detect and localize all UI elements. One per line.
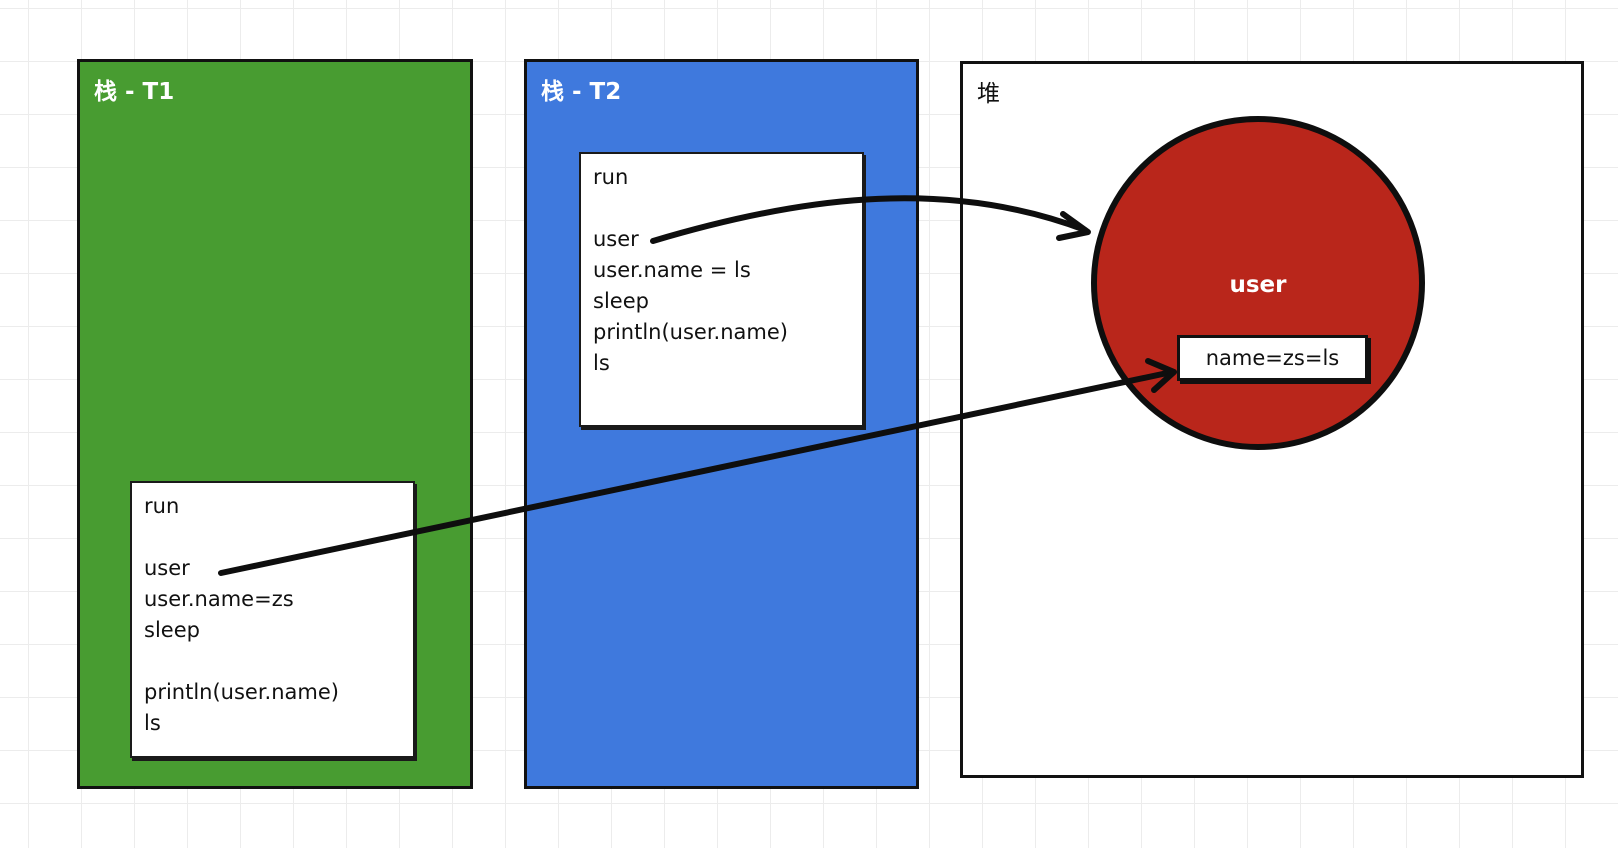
t1-run-frame: run user user.name=zs sleep println(user… <box>130 481 415 758</box>
frame-line: sleep <box>593 289 649 313</box>
frame-line: run <box>144 494 180 518</box>
t2-run-frame: run user user.name = ls sleep println(us… <box>579 152 864 427</box>
frame-line: user.name=zs <box>144 587 294 611</box>
heap-field-box: name=zs=ls <box>1177 335 1368 381</box>
frame-line: ls <box>144 711 161 735</box>
frame-line: println(user.name) <box>144 680 339 704</box>
frame-line <box>593 193 850 224</box>
frame-line: user <box>144 556 190 580</box>
frame-line: run <box>593 165 629 189</box>
heap-object-label: user <box>1229 272 1287 298</box>
heap-title: 堆 <box>977 81 1000 107</box>
frame-line <box>144 646 401 677</box>
stack-t1-title: 栈 - T1 <box>94 79 175 105</box>
frame-line: println(user.name) <box>593 320 788 344</box>
frame-line: user.name = ls <box>593 258 751 282</box>
stack-t2-title: 栈 - T2 <box>541 79 622 105</box>
frame-line: ls <box>593 351 610 375</box>
frame-line <box>144 522 401 553</box>
heap-user-object: user <box>1091 116 1425 450</box>
frame-line: user <box>593 227 639 251</box>
frame-line: sleep <box>144 618 200 642</box>
